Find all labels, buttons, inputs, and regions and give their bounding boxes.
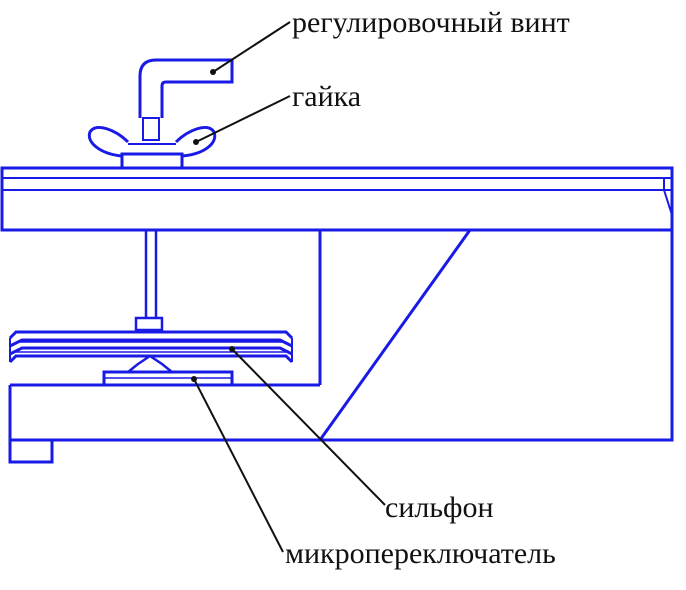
- leader-microswitch: [193, 378, 284, 553]
- leader-adjusting-screw: [212, 21, 291, 73]
- adjusting-screw: [134, 58, 234, 332]
- label-nut: гайка: [292, 80, 361, 113]
- wing-nut: [87, 126, 217, 168]
- housing-frame: [8, 229, 674, 464]
- label-bellows: сильфон: [385, 491, 494, 524]
- microswitch: [102, 354, 234, 387]
- top-plate: [0, 166, 674, 232]
- leader-lines: [193, 21, 386, 553]
- leader-bellows: [231, 348, 386, 506]
- leader-nut: [195, 95, 291, 143]
- label-adjusting-screw: регулировочный винт: [292, 6, 570, 39]
- leader-dots: [191, 69, 235, 382]
- label-microswitch: микропереключатель: [285, 537, 556, 570]
